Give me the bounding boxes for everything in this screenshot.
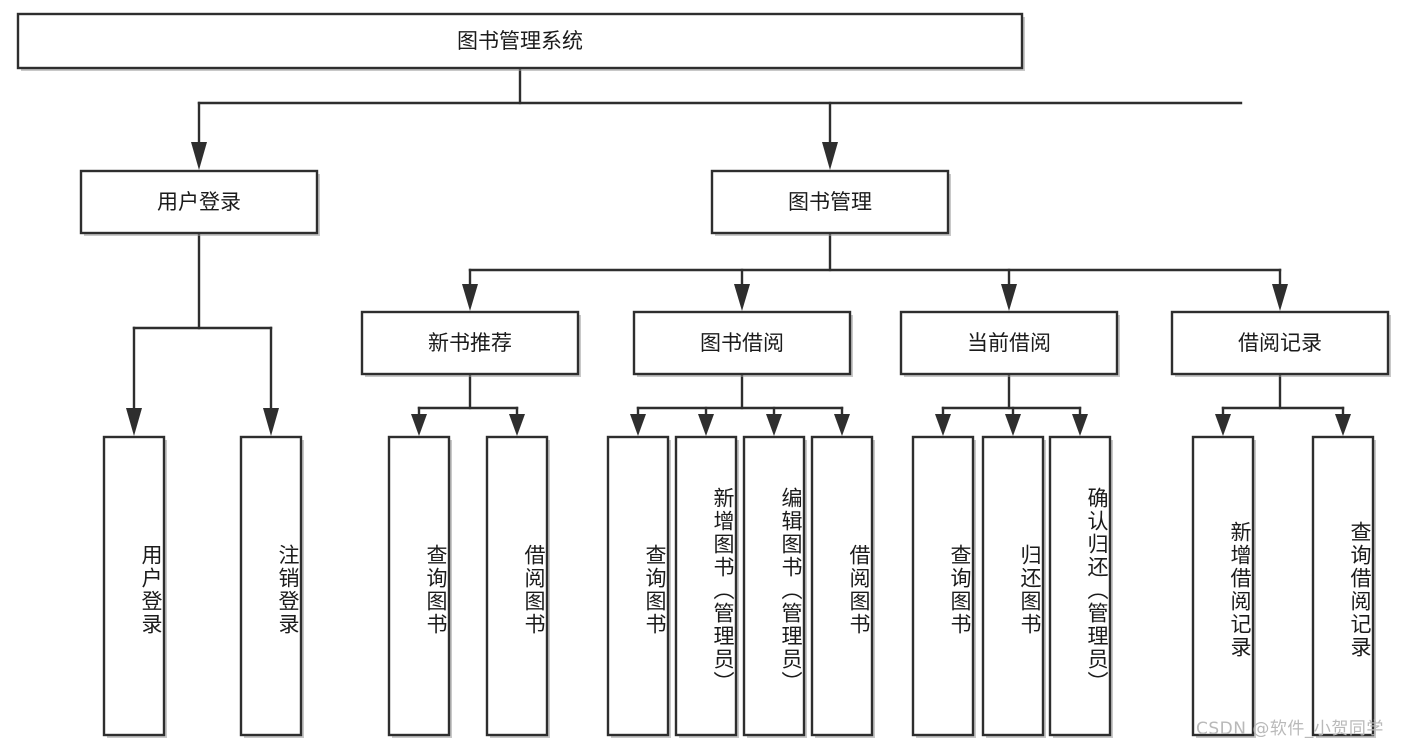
arrow-head-leaf-record-query: [1335, 414, 1351, 436]
nodes-layer: [16, 12, 1391, 738]
node-leaf-current-query-book[interactable]: [911, 435, 975, 737]
node-root-label: 图书管理系统: [457, 29, 583, 53]
arrow-head-leaf-borrow-borrow: [834, 414, 850, 436]
arrow-head-current-borrow: [1001, 284, 1017, 311]
node-borrow-record[interactable]: [1170, 310, 1390, 376]
arrow-head-leaf-current-return: [1005, 414, 1021, 436]
node-leaf-user-login[interactable]: [102, 435, 166, 737]
node-leaf-user-logout[interactable]: [239, 435, 303, 737]
arrow-head-leaf-borrow-edit: [766, 414, 782, 436]
arrow-head-borrow-record: [1272, 284, 1288, 311]
node-leaf-record-query[interactable]: [1311, 435, 1375, 737]
arrow-head-leaf-current-query: [935, 414, 951, 436]
watermark-text: CSDN @软件_小贺同学: [1196, 719, 1384, 739]
node-leaf-recommend-query-book[interactable]: [387, 435, 451, 737]
node-book-borrow[interactable]: [632, 310, 852, 376]
node-new-book-recommend-label: 新书推荐: [428, 331, 512, 355]
connectors-layer: [126, 66, 1351, 436]
node-leaf-borrow-edit-book[interactable]: [742, 435, 806, 737]
arrow-head-leaf-current-confirm: [1072, 414, 1088, 436]
node-leaf-current-return-book[interactable]: [981, 435, 1045, 737]
arrow-head-book-manage: [822, 142, 838, 170]
arrow-head-book-borrow: [734, 284, 750, 311]
node-user-login[interactable]: [79, 169, 319, 235]
node-leaf-borrow-borrow-book[interactable]: [810, 435, 874, 737]
arrow-head-leaf-borrow-query: [630, 414, 646, 436]
node-leaf-borrow-query-book[interactable]: [606, 435, 670, 737]
arrow-head-user-login: [191, 142, 207, 170]
node-leaf-borrow-add-book[interactable]: [674, 435, 738, 737]
node-book-manage-label: 图书管理: [788, 190, 872, 214]
node-leaf-recommend-borrow-book[interactable]: [485, 435, 549, 737]
node-leaf-current-confirm-return[interactable]: [1048, 435, 1112, 737]
node-book-borrow-label: 图书借阅: [700, 331, 784, 355]
arrow-head-new-book-recommend: [462, 284, 478, 311]
node-borrow-record-label: 借阅记录: [1238, 331, 1322, 355]
node-new-book-recommend[interactable]: [360, 310, 580, 376]
arrow-head-leaf-record-add: [1215, 414, 1231, 436]
arrow-head-leaf-user-login: [126, 408, 142, 436]
node-user-login-label: 用户登录: [157, 190, 241, 214]
arrow-head-leaf-recommend-query: [411, 414, 427, 436]
node-leaf-record-add[interactable]: [1191, 435, 1255, 737]
node-root[interactable]: [16, 12, 1024, 70]
node-current-borrow[interactable]: [899, 310, 1119, 376]
arrow-head-leaf-borrow-add: [698, 414, 714, 436]
node-book-manage[interactable]: [710, 169, 950, 235]
arrow-head-leaf-user-logout: [263, 408, 279, 436]
node-current-borrow-label: 当前借阅: [967, 331, 1051, 355]
arrow-head-leaf-recommend-borrow: [509, 414, 525, 436]
